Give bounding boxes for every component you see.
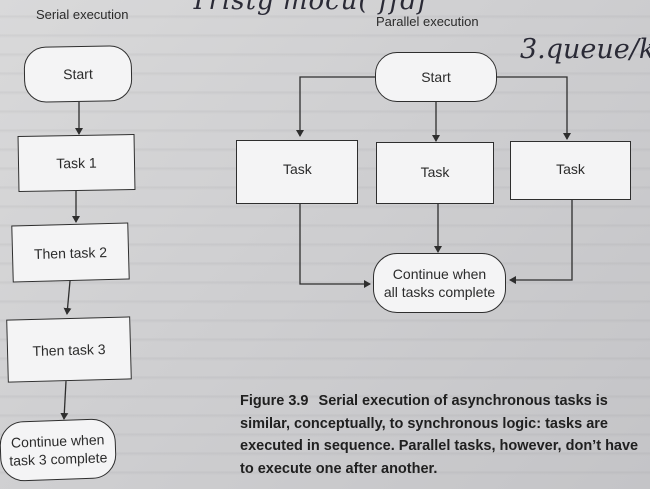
- serial-task1-node: Task 1: [17, 133, 136, 193]
- serial-title: Serial execution: [36, 7, 129, 22]
- parallel-task-right-node: Task: [510, 141, 631, 200]
- serial-task2-node: Then task 2: [11, 222, 130, 283]
- figure-number: Figure 3.9: [240, 393, 309, 409]
- serial-arrow-3: [63, 280, 72, 315]
- parallel-arrow-right: [497, 76, 571, 140]
- serial-task2-label: Then task 2: [33, 243, 108, 262]
- handwritten-note-right: 3.queue/k: [520, 34, 650, 65]
- parallel-join-right: [509, 200, 573, 284]
- parallel-task-right-label: Task: [556, 161, 585, 177]
- serial-start-node: Start: [23, 45, 133, 103]
- parallel-start-label: Start: [421, 69, 451, 85]
- parallel-end-node: Continue when all tasks complete: [373, 253, 506, 313]
- parallel-join-left: [299, 204, 371, 288]
- parallel-arrow-left: [296, 76, 375, 137]
- serial-end-line2: task 3 complete: [9, 449, 108, 469]
- serial-task3-label: Then task 3: [32, 340, 106, 359]
- parallel-task-left-node: Task: [236, 140, 358, 204]
- parallel-task-mid-label: Task: [420, 164, 450, 180]
- parallel-title: Parallel execution: [376, 14, 479, 29]
- serial-task3-node: Then task 3: [6, 316, 132, 383]
- parallel-end-line1: Continue when: [392, 266, 487, 282]
- serial-arrow-4: [60, 380, 69, 420]
- parallel-start-node: Start: [375, 52, 497, 102]
- parallel-task-left-label: Task: [283, 161, 312, 177]
- parallel-end-line2: all tasks complete: [383, 284, 496, 300]
- handwritten-note-top: 'Tristg'mocu( ffdf: [182, 0, 429, 16]
- parallel-task-mid-node: Task: [376, 142, 494, 204]
- figure-caption: Figure 3.9 Serial execution of asynchron…: [240, 390, 645, 480]
- serial-start-label: Start: [63, 65, 93, 83]
- figure-caption-text: Serial execution of asynchronous tasks i…: [240, 393, 639, 477]
- serial-end-node: Continue when task 3 complete: [0, 417, 118, 483]
- serial-task1-label: Task 1: [56, 154, 97, 172]
